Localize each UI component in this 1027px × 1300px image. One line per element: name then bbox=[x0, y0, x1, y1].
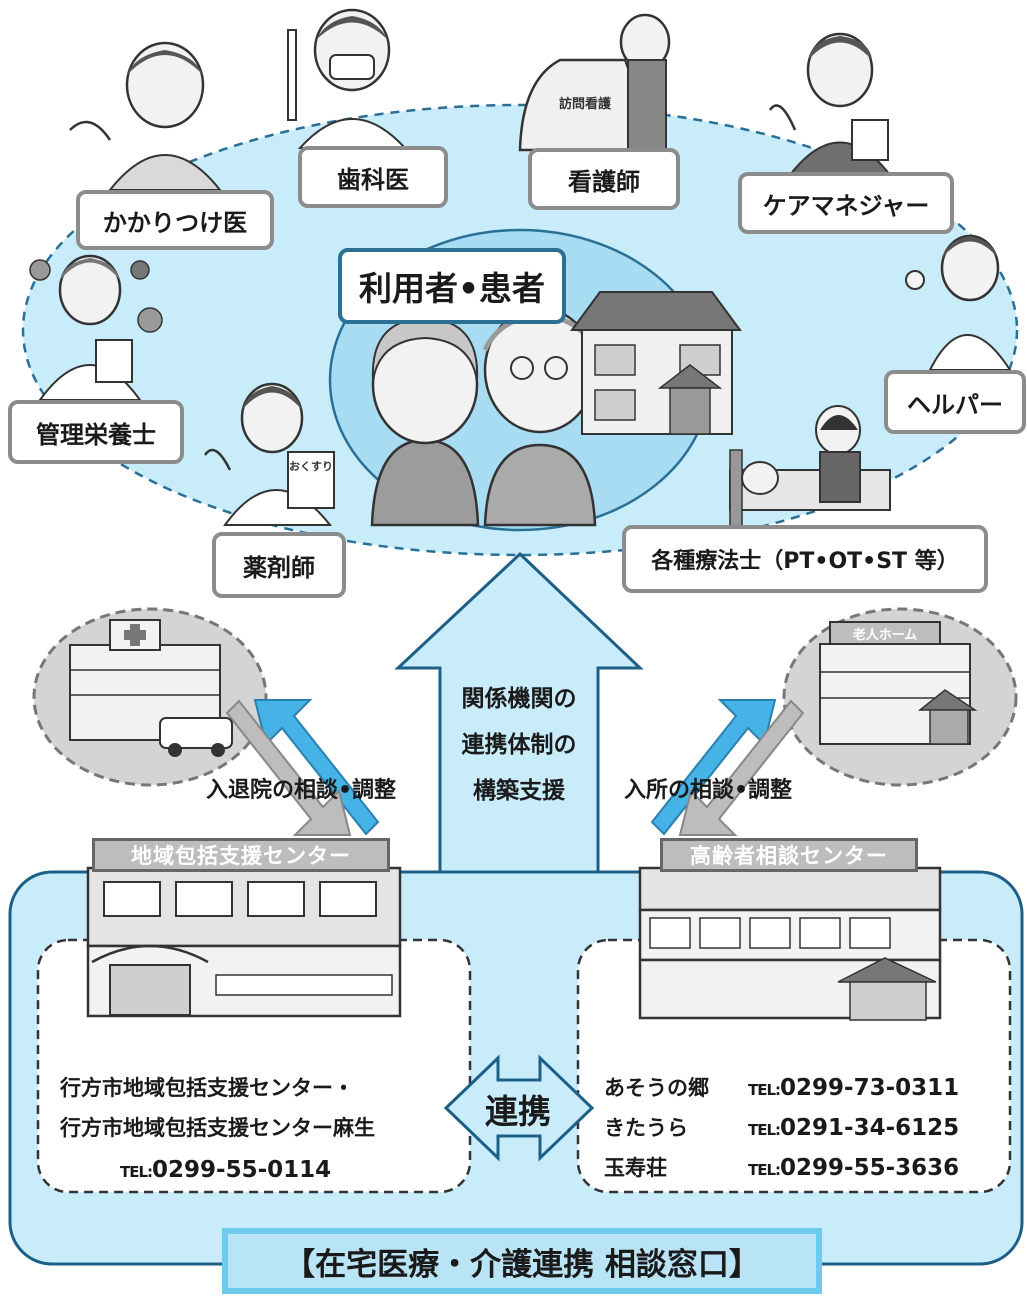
facility-consult-label: 入所の相談•調整 bbox=[624, 778, 793, 803]
patient-label: 利用者•患者 bbox=[338, 248, 566, 324]
pharmacist-figure: おくすり bbox=[203, 382, 335, 526]
tel-prefix: TEL: bbox=[748, 1161, 781, 1179]
family-doctor-label: かかりつけ医 bbox=[76, 190, 274, 250]
support-arrow-text: 関係機関の 連携体制の 構築支援 bbox=[442, 676, 596, 814]
admission-consult-label: 入退院の相談•調整 bbox=[206, 778, 397, 803]
therapist-figure bbox=[729, 405, 891, 531]
right-center-row: 玉寿荘 TEL:0299-55-3636 bbox=[604, 1148, 959, 1190]
right-center-row-name: あそうの郷 bbox=[604, 1076, 709, 1100]
left-center-name-2: 行方市地域包括支援センター麻生 bbox=[60, 1116, 375, 1140]
helper-figure bbox=[905, 234, 1012, 371]
tel-number: 0299-73-0311 bbox=[780, 1075, 960, 1101]
left-center-name-1: 行方市地域包括支援センター・ bbox=[60, 1076, 354, 1100]
dietitian-label: 管理栄養士 bbox=[8, 400, 184, 464]
left-double-arrow bbox=[225, 699, 380, 836]
support-arrow bbox=[394, 551, 644, 874]
nursing-home-sign: 老人ホーム bbox=[852, 627, 918, 643]
left-center-phone: TEL:0299-55-0114 bbox=[120, 1150, 331, 1192]
medicine-label: おくすり bbox=[289, 460, 333, 473]
dietitian-figure bbox=[29, 254, 163, 401]
tel-prefix: TEL: bbox=[748, 1081, 781, 1099]
van-label: 訪問看護 bbox=[559, 96, 612, 112]
nurse-label: 看護師 bbox=[528, 148, 680, 210]
right-center-building bbox=[638, 866, 942, 1021]
left-center-building bbox=[86, 866, 402, 1018]
dentist-figure bbox=[287, 8, 408, 149]
left-center-sign: 地域包括支援センター bbox=[92, 838, 390, 872]
care-manager-figure bbox=[768, 32, 893, 176]
pharmacist-label: 薬剤師 bbox=[212, 532, 346, 598]
right-center-row: きたうら TEL:0291-34-6125 bbox=[604, 1108, 959, 1150]
consultation-window-label: 【在宅医療・介護連携 相談窓口】 bbox=[222, 1228, 822, 1294]
support-line-2: 連携体制の bbox=[461, 732, 577, 758]
tel-number: 0291-34-6125 bbox=[780, 1115, 960, 1141]
helper-label: ヘルパー bbox=[884, 370, 1026, 434]
right-center-row-name: きたうら bbox=[604, 1116, 688, 1140]
right-double-arrow bbox=[650, 699, 805, 836]
therapist-label: 各種療法士（PT•OT•ST 等） bbox=[622, 525, 988, 593]
support-line-1: 関係機関の bbox=[461, 686, 577, 712]
care-manager-label: ケアマネジャー bbox=[738, 172, 954, 234]
tel-number: 0299-55-0114 bbox=[152, 1157, 332, 1183]
hospital-figure bbox=[69, 619, 233, 757]
right-center-row-name: 玉寿荘 bbox=[604, 1156, 667, 1180]
tel-prefix: TEL: bbox=[748, 1121, 781, 1139]
right-center-row: あそうの郷 TEL:0299-73-0311 bbox=[604, 1068, 959, 1110]
dentist-label: 歯科医 bbox=[298, 146, 448, 208]
right-center-sign: 高齢者相談センター bbox=[660, 838, 918, 872]
tel-number: 0299-55-3636 bbox=[780, 1155, 960, 1181]
visiting-nurse-figure: 訪問看護 bbox=[518, 13, 671, 152]
tel-prefix: TEL: bbox=[120, 1163, 153, 1181]
elderly-couple-figure bbox=[370, 306, 598, 527]
nursing-home-figure: 老人ホーム bbox=[819, 621, 978, 745]
link-label: 連携 bbox=[485, 1092, 551, 1131]
house-figure bbox=[570, 291, 742, 435]
support-line-3: 構築支援 bbox=[473, 778, 565, 804]
family-doctor-figure bbox=[69, 41, 223, 191]
link-double-arrow bbox=[443, 1054, 595, 1162]
